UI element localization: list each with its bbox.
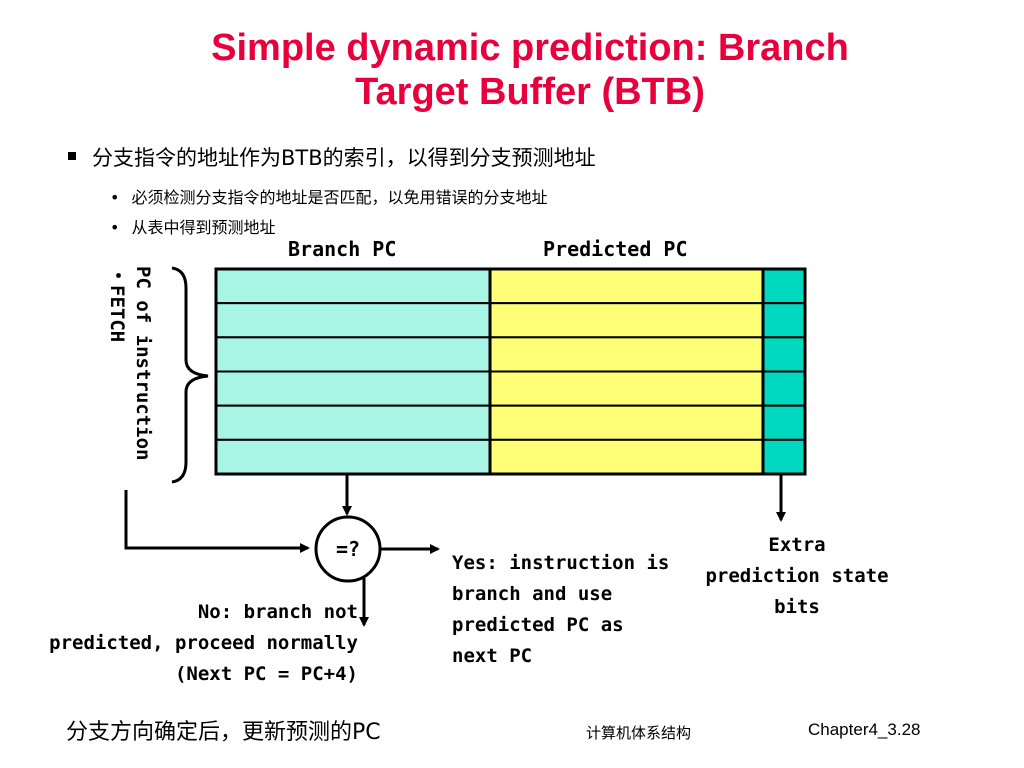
dot-bullet-icon: •: [110, 188, 120, 207]
state-bits-cell: [762, 268, 806, 305]
yes-line-4: next PC: [452, 645, 533, 667]
main-bullet-text: 分支指令的地址作为BTB的索引，以得到分支预测地址: [92, 146, 596, 170]
branch-pc-cell: [215, 438, 491, 476]
yes-line-3: predicted PC as: [452, 614, 624, 636]
extra-line-3: bits: [774, 596, 820, 618]
extra-line-2: prediction state: [705, 565, 889, 587]
square-bullet-icon: [68, 152, 76, 160]
pc-fetch-label: PC of instruction ・FETCH: [96, 266, 156, 486]
no-line-3: (Next PC = PC+4): [174, 663, 358, 685]
pc-of-instruction-text: PC of instruction: [132, 266, 154, 461]
btb-table-border: [214, 267, 807, 476]
branch-pc-header: Branch PC: [288, 237, 397, 261]
predicted-pc-header: Predicted PC: [543, 237, 688, 261]
branch-pc-cell: [215, 336, 491, 373]
footer-course: 计算机体系结构: [586, 724, 692, 742]
predicted-pc-cell: [489, 336, 764, 373]
slide-title: Simple dynamic prediction: Branch Target…: [100, 26, 960, 114]
extra-line-1: Extra: [768, 534, 826, 556]
sub-bullet-2: • 从表中得到预测地址: [110, 214, 275, 238]
branch-pc-cell: [215, 404, 491, 441]
predicted-pc-cell: [489, 404, 764, 441]
brace-icon: [171, 266, 209, 484]
fetch-text: ・FETCH: [106, 266, 128, 343]
state-bits-cell: [762, 302, 806, 339]
sub-bullet-text-1: 必须检测分支指令的地址是否匹配，以免用错误的分支地址: [131, 188, 548, 207]
branch-pc-cell: [215, 302, 491, 339]
title-line-2: Target Buffer (BTB): [355, 71, 705, 113]
no-label: No: branch not predicted, proceed normal…: [8, 597, 358, 690]
state-bits-cell: [762, 404, 806, 441]
branch-pc-cell: [215, 268, 491, 305]
btb-table: [214, 267, 807, 476]
yes-line-1: Yes: instruction is: [452, 552, 670, 574]
state-bits-cell: [762, 336, 806, 373]
yes-line-2: branch and use: [452, 583, 613, 605]
pc-input-line: [124, 490, 310, 553]
title-line-1: Simple dynamic prediction: Branch: [211, 27, 849, 69]
no-line-2: predicted, proceed normally: [49, 632, 358, 654]
state-bits-cell: [762, 370, 806, 407]
no-line-1: No: branch not: [197, 601, 358, 623]
predicted-pc-cell: [489, 268, 764, 305]
branch-pc-cell: [215, 370, 491, 407]
comparator-circle: [314, 515, 382, 583]
predicted-pc-cell: [489, 302, 764, 339]
compare-symbol: =?: [335, 537, 361, 561]
main-bullet: 分支指令的地址作为BTB的索引，以得到分支预测地址: [68, 142, 596, 172]
sub-bullet-1: • 必须检测分支指令的地址是否匹配，以免用错误的分支地址: [110, 184, 547, 208]
footer-page: Chapter4_3.28: [808, 720, 921, 739]
footer-note: 分支方向确定后，更新预测的PC: [66, 720, 381, 745]
predicted-pc-cell: [489, 370, 764, 407]
dot-bullet-icon: •: [110, 218, 120, 237]
state-bits-cell: [762, 438, 806, 476]
extra-bits-label: Extra prediction state bits: [692, 530, 902, 623]
sub-bullet-text-2: 从表中得到预测地址: [131, 218, 276, 237]
yes-label: Yes: instruction is branch and use predi…: [452, 548, 669, 672]
predicted-pc-cell: [489, 438, 764, 476]
